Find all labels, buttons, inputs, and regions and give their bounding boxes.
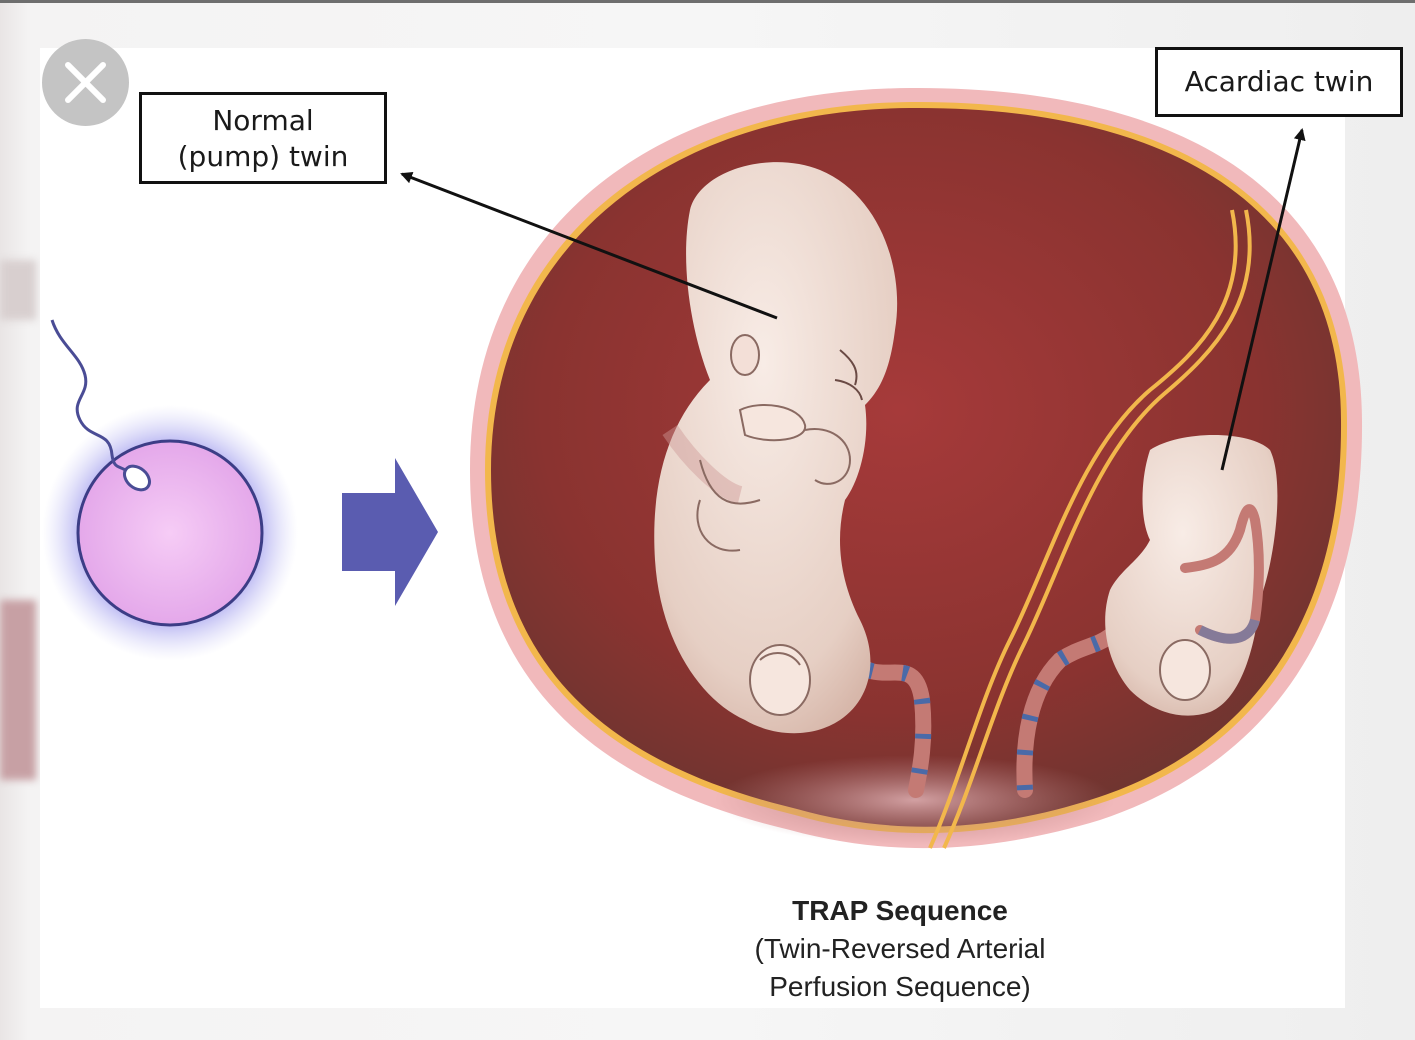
normal-twin-label-line1: Normal [142, 103, 384, 139]
close-button[interactable] [42, 39, 129, 126]
right-arrow-icon [342, 458, 438, 606]
caption-subtitle-line1: (Twin-Reversed Arterial [700, 930, 1100, 968]
acardiac-twin-label: Acardiac twin [1155, 47, 1403, 117]
caption-title: TRAP Sequence [700, 892, 1100, 930]
normal-twin-fetus [654, 162, 897, 733]
figure-caption: TRAP Sequence (Twin-Reversed Arterial Pe… [700, 892, 1100, 1006]
caption-subtitle-line2: Perfusion Sequence) [700, 968, 1100, 1006]
normal-twin-label: Normal (pump) twin [139, 92, 387, 184]
egg-cell [42, 405, 298, 661]
acardiac-twin-label-text: Acardiac twin [1185, 65, 1374, 98]
close-icon [42, 39, 129, 126]
normal-twin-label-line2: (pump) twin [142, 139, 384, 175]
